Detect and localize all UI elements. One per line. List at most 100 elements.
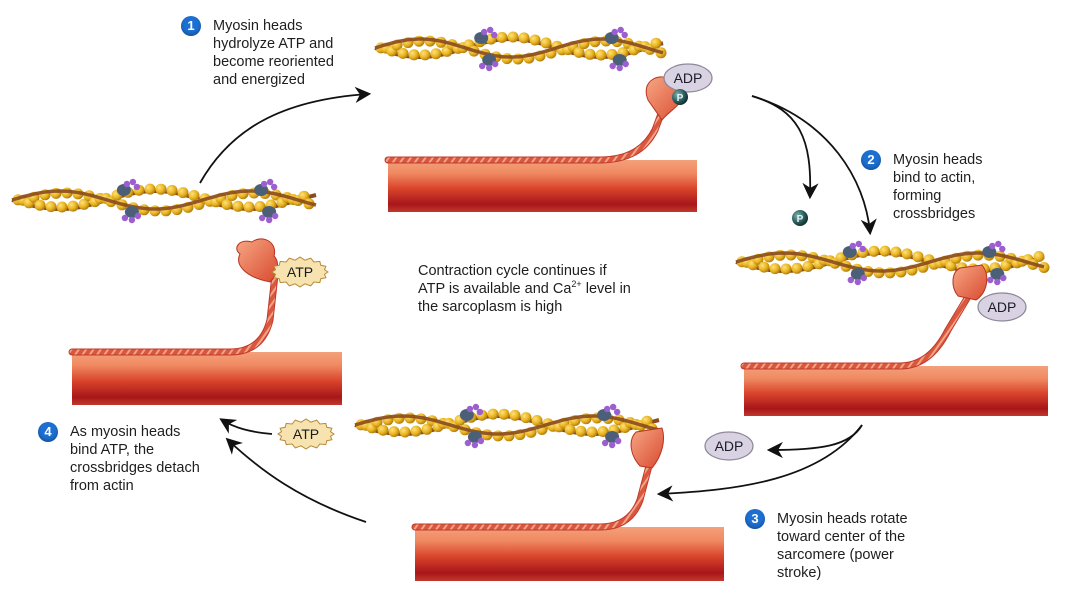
troponin-subunit [121,214,129,222]
troponin-subunit [859,245,866,253]
thick-filament-body [72,352,342,405]
troponin-complex [842,240,867,286]
actin-bead [498,408,510,420]
troponin-subunit [621,31,628,39]
troponin-subunit [854,278,861,286]
actin-bead [149,205,161,217]
actin-bead [399,426,411,438]
actin-bead [67,200,79,212]
thick-filament-body [744,366,1048,416]
actin-bead [890,246,902,258]
atp-shape [277,418,335,450]
troponin-subunit [476,408,484,416]
actin-bead [531,415,543,426]
actin-bead [377,424,389,436]
troponin-subunit [1000,274,1007,282]
actin-bead [419,49,431,61]
troponin-subunit [271,212,279,220]
actin-bead [56,201,68,213]
adp-shape [663,63,713,93]
troponin-subunit [464,439,472,447]
actin-bead [78,198,90,210]
troponin-complex [982,240,1007,286]
thick-filament-body [415,527,724,581]
adp-shape [977,292,1027,322]
adp-tag-released: ADP [704,431,754,461]
troponin-subunit [128,216,136,224]
myosin-neck-2 [68,271,279,356]
troponin-subunit [999,245,1006,253]
troponin-subunit [270,183,278,191]
step-3-badge: 3 [745,509,765,529]
troponin-subunit [265,216,273,224]
step-1-label: 1 Myosin heads hydrolyze ATP and become … [181,16,334,89]
troponin-subunit [613,408,621,416]
troponin-subunit [609,403,617,411]
step-4-text: As myosin heads bind ATP, the crossbridg… [70,424,200,494]
actin-filament-2 [11,178,317,224]
actin-bead [188,190,200,201]
troponin-subunit [995,240,1002,248]
arrow-step4-to-step1 [199,86,372,184]
actin-bead [166,184,178,196]
troponin-subunit [614,437,622,445]
troponin-complex [604,26,629,72]
actin-bead [430,48,442,60]
actin-bead [421,423,433,435]
note-line-1: Contraction cycle continues if [418,263,607,279]
myosin-head-3 [952,264,988,301]
troponin-complex [597,403,622,449]
atp-tag-incoming: ATP [277,418,335,450]
adp-tag-step1: ADP [663,63,713,93]
phosphate-tag-step1: P [672,89,688,105]
actin-bead [1033,251,1045,262]
troponin-complex [116,178,142,224]
actin-bead [780,263,792,275]
adp-label: ADP [715,438,744,454]
troponin-subunit [989,242,996,250]
troponin-subunit [492,60,499,68]
actin-filament-1 [374,26,667,72]
troponin-subunit [266,178,274,186]
atp-label: ATP [293,426,319,442]
arrow-step1-to-step2 [751,95,877,236]
actin-bead [597,426,609,437]
myosin-head-2 [236,238,278,283]
myosin-neck-1 [384,91,672,164]
troponin-subunit [134,212,142,220]
myosin-neck-4-texture [412,459,653,530]
troponin-complex [474,26,499,72]
step-1-badge: 1 [181,16,201,36]
thick-filament-1 [388,160,697,212]
troponin-subunit [481,28,488,36]
troponin-subunit [133,183,141,191]
actin-bead [45,201,57,213]
troponin-subunit [129,178,137,186]
phosphate-shape [672,89,688,105]
actin-bead [388,426,400,438]
troponin-subunit [860,274,867,282]
step-2-text: Myosin heads bind to actin, forming cros… [893,152,983,222]
actin-bead [912,251,924,263]
step-2-badge: 2 [861,150,881,170]
troponin-subunit [611,28,618,36]
troponin-subunit [603,405,611,413]
troponin-subunit [987,276,994,284]
actin-bead [254,201,266,212]
atp-shape [271,256,329,288]
actin-bead [575,425,587,437]
actin-bead [529,34,541,46]
step-3-text: Myosin heads rotate toward center of the… [777,511,908,581]
actin-bead [868,245,880,257]
thick-filaments [72,160,1048,581]
actin-bead [397,47,409,59]
phosphate-tag-released: P [792,210,808,226]
troponin-subunit [479,62,486,70]
phosphate-shape [792,210,808,226]
troponin-subunit [617,26,624,34]
troponin-subunit [608,441,616,449]
contraction-cycle-note: Contraction cycle continues if ATP is av… [418,262,631,316]
actin-bead [520,412,532,424]
arrow-step3-to-step4 [225,437,367,523]
troponin-subunit [622,60,629,68]
